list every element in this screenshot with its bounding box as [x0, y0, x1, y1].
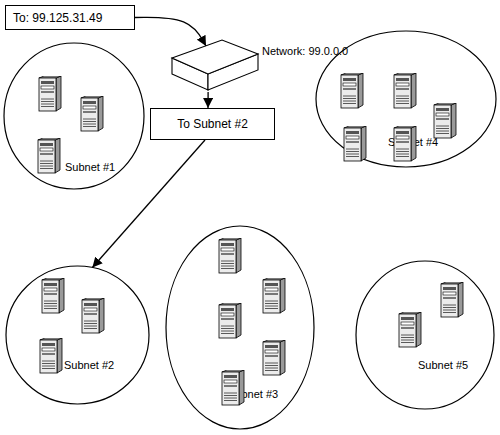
box-label: To Subnet #2: [177, 117, 248, 131]
subnet-outline: [166, 226, 314, 429]
server-icon: [441, 282, 463, 317]
server-icon: [219, 303, 241, 338]
server-icon: [344, 126, 366, 161]
route-arrow: [135, 17, 206, 46]
box-label: To: 99.125.31.49: [13, 11, 102, 25]
subnet-label: Subnet #4: [388, 135, 438, 149]
server-icon: [341, 73, 363, 108]
circle-outline: [5, 265, 150, 405]
subnet-label: Subnet #1: [65, 160, 115, 174]
subnet-outline: [4, 43, 144, 189]
subnet-circle: Subnet #3: [165, 225, 315, 430]
server-icon: [39, 76, 61, 111]
route-arrow: [92, 140, 205, 268]
server-icon: [263, 278, 285, 313]
server-icon: [263, 340, 285, 375]
server-icon: [42, 278, 64, 313]
subnet-outline: [356, 261, 494, 409]
subnet-circle: Subnet #2: [5, 265, 150, 405]
route-box: To Subnet #2: [150, 108, 275, 140]
subnet-label: Subnet #2: [64, 358, 114, 372]
subnet-circle: Subnet #5: [355, 260, 495, 410]
subnet-outline: [6, 266, 149, 404]
subnet-circle: Subnet #4: [315, 30, 497, 168]
subnet-outline: [316, 31, 496, 167]
server-icon: [222, 370, 244, 405]
server-icon: [81, 96, 103, 131]
router: Network: 99.0.0.0: [172, 40, 258, 92]
router-top: [172, 40, 258, 74]
destination-box: To: 99.125.31.49: [5, 5, 135, 30]
server-icon: [38, 138, 60, 173]
subnet-circle: Subnet #1: [3, 42, 145, 190]
network-label: Network: 99.0.0.0: [262, 44, 348, 58]
route-arrow: [207, 92, 208, 108]
subnet-label: Subnet #3: [228, 387, 278, 401]
server-icon: [40, 338, 62, 373]
server-icon: [434, 103, 456, 138]
subnet-label: Subnet #5: [418, 358, 468, 372]
server-icon: [394, 73, 416, 108]
server-icon: [219, 238, 241, 273]
server-icon: [82, 298, 104, 333]
server-icon: [399, 312, 421, 347]
circle-outline: [355, 260, 495, 410]
router-shape: [172, 40, 258, 92]
server-icon: [394, 126, 416, 161]
